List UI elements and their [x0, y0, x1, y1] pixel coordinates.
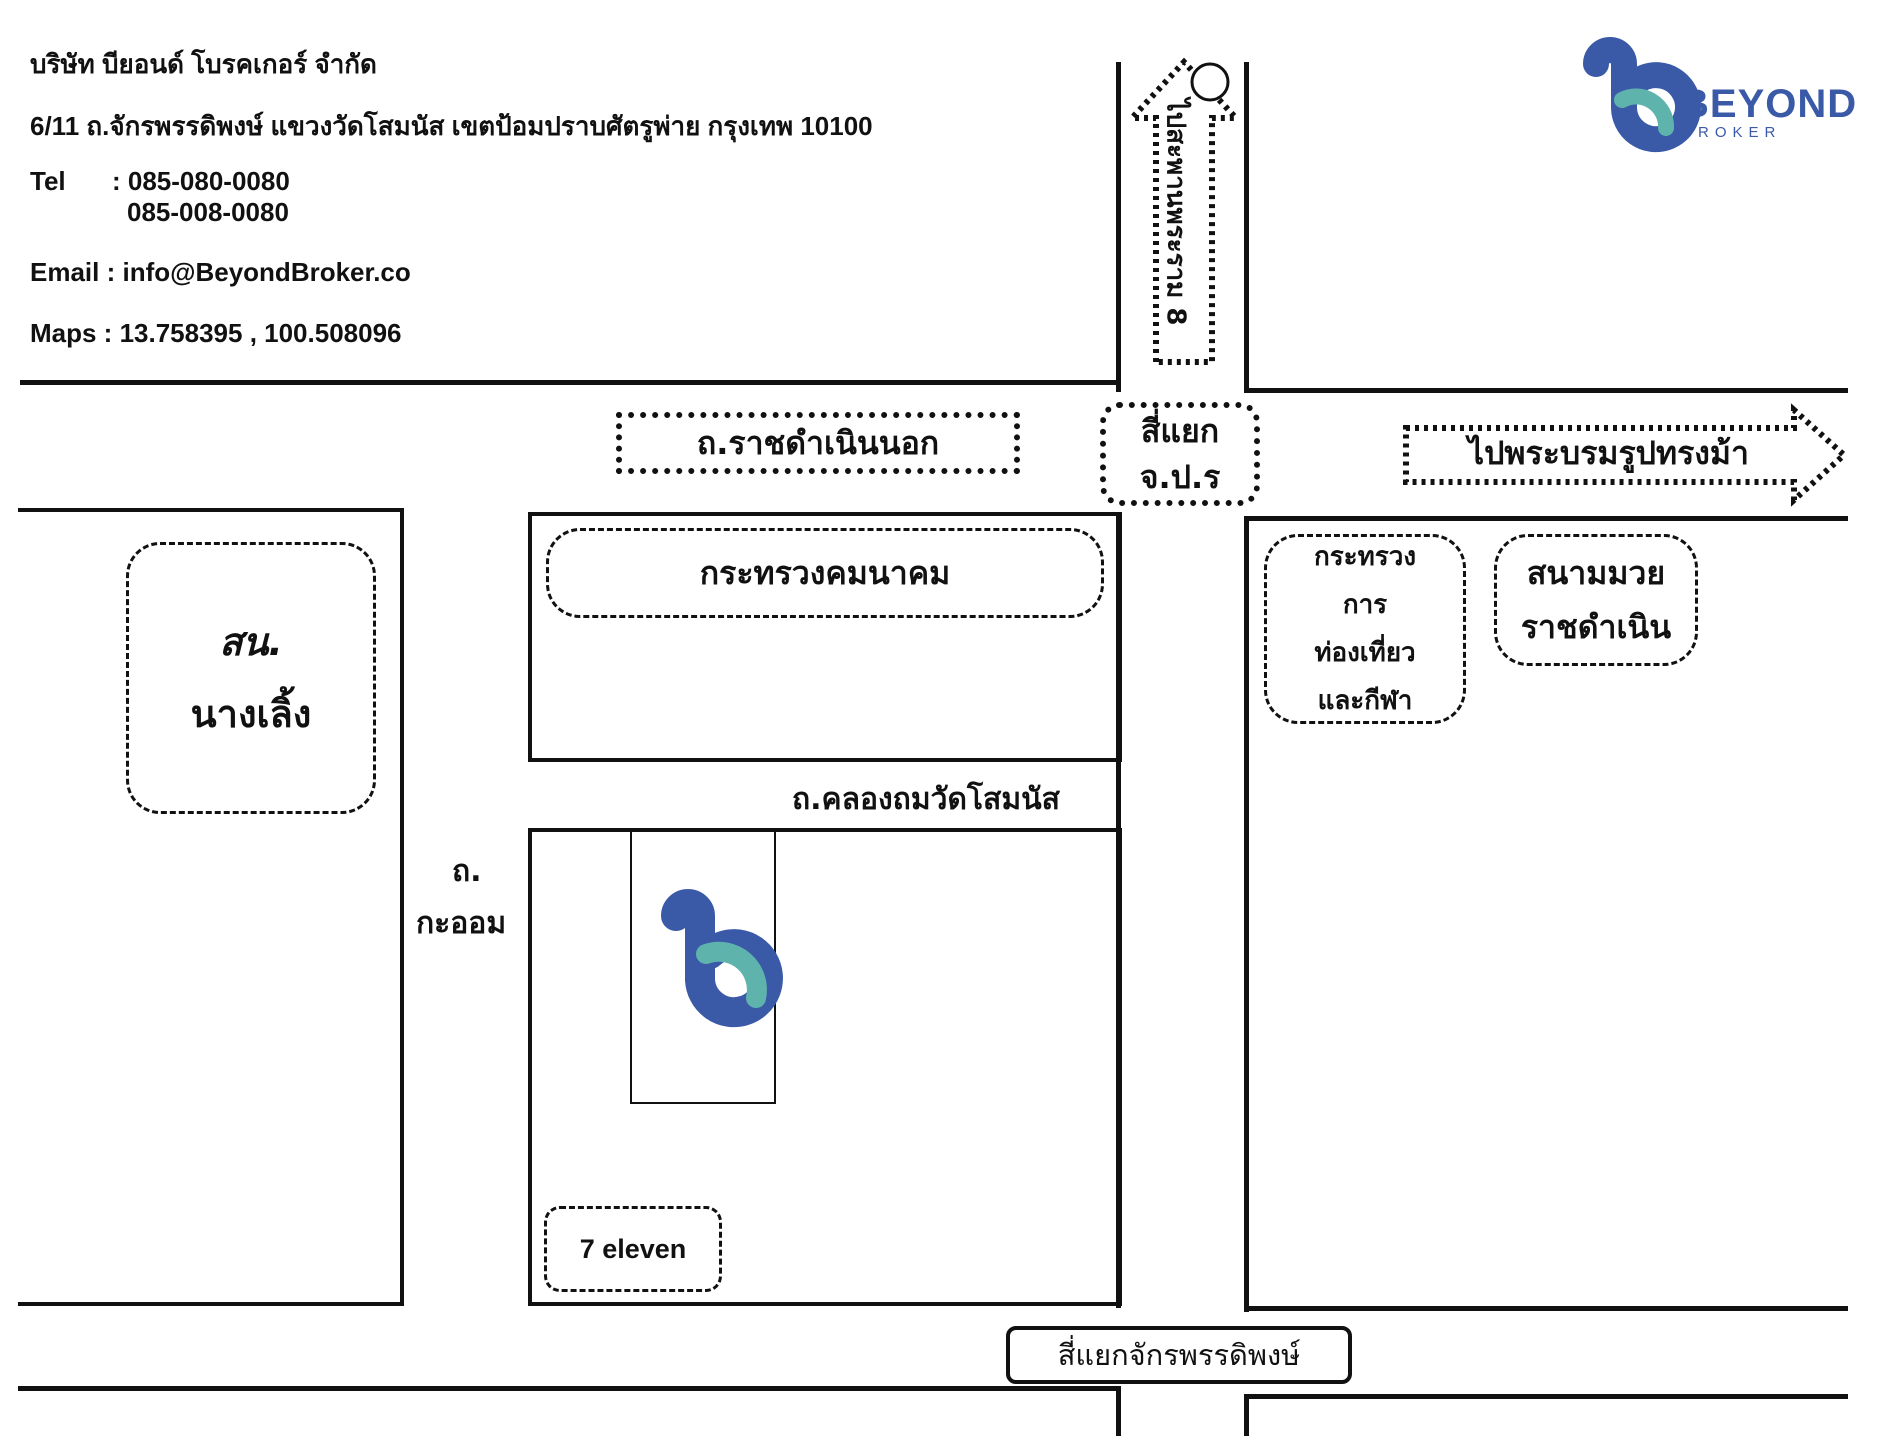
road-edge: [1116, 1386, 1121, 1436]
seven-eleven-label: 7 eleven: [544, 1206, 722, 1292]
road-edge: [1116, 62, 1121, 392]
road-edge: [1244, 1394, 1848, 1399]
to-monument-label: ไปพระบรมรูปทรงม้า: [1468, 428, 1749, 479]
boxing-stadium-line2: ราชดำเนิน: [1520, 608, 1672, 646]
road-edge: [1244, 62, 1249, 392]
road-kraom-label-2: กะออม: [416, 906, 507, 941]
ministry-transport-label: กระทรวงคมนาคม: [546, 528, 1104, 618]
arrow-right-icon: [1403, 403, 1849, 507]
logo-sub: BROKER: [1682, 124, 1782, 141]
intersection-chakkraphat-text: สี่แยกจักรพรรดิพงษ์: [1057, 1338, 1301, 1372]
ministry-tourism-label: กระทรวง การ ท่องเที่ยว และกีฬา: [1264, 534, 1466, 724]
ministry-tourism-line3: ท่องเที่ยว: [1314, 638, 1416, 668]
block-ministry: [528, 512, 1122, 762]
ministry-tourism-line2: การ: [1342, 590, 1388, 620]
road-edge: [1244, 1394, 1249, 1436]
intersection-jpr-line2: จ.ป.ร: [1139, 458, 1221, 496]
road-khlong-label: ถ.คลองถมวัดโสมนัส: [792, 782, 1060, 817]
logo-brand: BEYOND: [1680, 82, 1858, 126]
road-edge: [1244, 388, 1848, 393]
to-bridge-text: ไปสะพานพระราม 8: [1160, 98, 1191, 326]
road-ratchadamnoen-label: ถ.ราชดำเนินนอก: [616, 412, 1020, 474]
road-edge: [1244, 516, 1848, 521]
ministry-tourism-line1: กระทรวง: [1313, 542, 1417, 572]
boxing-stadium-label: สนามมวย ราชดำเนิน: [1494, 534, 1698, 666]
intersection-jpr: สี่แยก จ.ป.ร: [1100, 402, 1260, 506]
maps-coordinates: Maps : 13.758395 , 100.508096: [30, 318, 402, 348]
ministry-tourism-line4: และกีฬา: [1317, 686, 1413, 716]
block-left: [18, 508, 404, 1306]
boxing-stadium-line1: สนามมวย: [1526, 554, 1666, 592]
arrow-up-icon: [1125, 57, 1243, 365]
road-edge: [18, 1386, 1120, 1391]
police-station-line1: สน.: [219, 620, 283, 664]
tel-number-2: 085-008-0080: [127, 197, 289, 227]
office-building: [630, 828, 783, 1104]
intersection-jpr-line1: สี่แยก: [1140, 412, 1220, 450]
tel-label: Tel: [30, 166, 66, 196]
company-name: บริษัท บียอนด์ โบรคเกอร์ จำกัด: [30, 49, 377, 79]
road-edge: [1244, 1306, 1848, 1311]
police-station-line2: นางเลิ้ง: [190, 692, 312, 736]
beyond-logo: BEYOND BROKER: [1583, 37, 1856, 153]
intersection-chakkraphat-label: สี่แยกจักรพรรดิพงษ์: [1006, 1326, 1352, 1384]
block-office: [528, 828, 1122, 1306]
road-edge: [1244, 516, 1249, 1312]
company-address: 6/11 ถ.จักรพรรดิพงษ์ แขวงวัดโสมนัส เขตป้…: [30, 111, 873, 141]
to-bridge-label: ไปสะพานพระราม 8: [1156, 99, 1197, 326]
road-ratchadamnoen-text: ถ.ราชดำเนินนอก: [696, 423, 940, 462]
road-edge: [20, 380, 1120, 385]
police-station-label: สน. นางเลิ้ง: [126, 542, 376, 814]
seven-eleven-text: 7 eleven: [579, 1233, 687, 1264]
road-kraom-label-1: ถ.: [452, 854, 482, 889]
tel-number-1: : 085-080-0080: [112, 166, 290, 196]
to-monument-text: ไปพระบรมรูปทรงม้า: [1468, 434, 1749, 472]
beyond-office-logo-icon: [661, 889, 783, 1028]
beyond-logo-icon: [1583, 37, 1701, 153]
email: Email : info@BeyondBroker.co: [30, 257, 411, 287]
ministry-transport-text: กระทรวงคมนาคม: [699, 553, 951, 592]
